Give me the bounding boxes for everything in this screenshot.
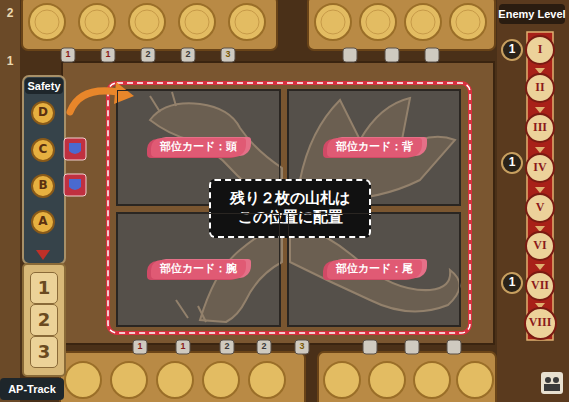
safety-coin: C (31, 138, 55, 162)
edge-number: 2 (7, 7, 14, 20)
node-text: 残り２枚の山札は この位置に配置 (227, 189, 353, 228)
node-text: I (538, 42, 543, 58)
node-text: IV (533, 160, 546, 176)
node-text: 3 (38, 340, 51, 363)
part-label: 部位カード：腕 (151, 260, 246, 278)
card-slots (117, 90, 460, 326)
bottom-slot-row (60, 340, 496, 402)
enemy-level-step: II (525, 73, 555, 103)
highlight-dash (108, 83, 470, 333)
node-text: 1 (38, 276, 51, 299)
part-label: 部位カード：背 (327, 138, 422, 156)
callout-box: 残り２枚の山札は この位置に配置 (209, 179, 371, 238)
left-edge-strip (0, 0, 20, 402)
node-text: A (38, 214, 47, 230)
card-frame (62, 62, 494, 344)
token-number: 1 (509, 43, 516, 56)
ap-track-cell: 3 (30, 336, 58, 368)
top-slot-row (22, 0, 495, 62)
enemy-level-step: VII (525, 271, 555, 301)
node-text: B (38, 178, 47, 194)
slot-marker-number: 1 (105, 50, 110, 60)
slot-marker-number: 1 (65, 50, 70, 60)
enemy-level-step: VIII (524, 307, 557, 340)
ap-track-cell: 2 (30, 304, 58, 336)
node-text: VI (533, 238, 546, 254)
part-label: 部位カード：頭 (151, 138, 246, 156)
slot-marker-number: 2 (145, 50, 150, 60)
enemy-level-step: V (525, 193, 555, 223)
card-slot: 部位カード：腕 (117, 213, 280, 326)
slot-marker-number: 3 (225, 50, 230, 60)
enemy-level-step: VI (525, 231, 555, 261)
node-text: III (533, 120, 547, 136)
dragon-relief (150, 92, 460, 322)
safety-panel (0, 76, 65, 400)
enemy-level-step: III (525, 113, 555, 143)
panel-title: AP-Track (8, 383, 56, 395)
node-text: C (39, 142, 48, 158)
token-number: 1 (509, 276, 516, 289)
highlight-frame (108, 83, 470, 333)
node-text: VIII (529, 315, 552, 331)
node-text: D (38, 105, 48, 121)
safety-coin: D (31, 101, 55, 125)
enemy-level-step: IV (525, 153, 555, 183)
panel-title: Enemy Level (498, 8, 565, 20)
safety-coin: B (31, 174, 55, 198)
enemy-level-column (497, 0, 569, 402)
edge-number: 1 (7, 55, 14, 68)
card-slot: 部位カード：尾 (288, 213, 460, 326)
curved-arrow (70, 82, 134, 112)
safety-coin: A (31, 210, 55, 234)
enemy-level-step: I (525, 35, 555, 65)
part-label: 部位カード：尾 (327, 260, 422, 278)
node-text: VII (531, 278, 549, 294)
slot-marker-number: 1 (180, 342, 185, 352)
node-text: II (535, 80, 544, 96)
slot-marker-number: 1 (137, 342, 142, 352)
node-text: V (536, 200, 545, 216)
slot-marker-number: 3 (299, 342, 304, 352)
node-text: 2 (38, 308, 51, 331)
token-number: 1 (509, 156, 516, 169)
shield-icon (64, 138, 86, 196)
panel-title: Safety (27, 80, 60, 92)
slot-marker-number: 2 (261, 342, 266, 352)
slot-marker-number: 2 (185, 50, 190, 60)
slot-marker-number: 2 (224, 342, 229, 352)
ap-track-cell: 1 (30, 272, 58, 304)
